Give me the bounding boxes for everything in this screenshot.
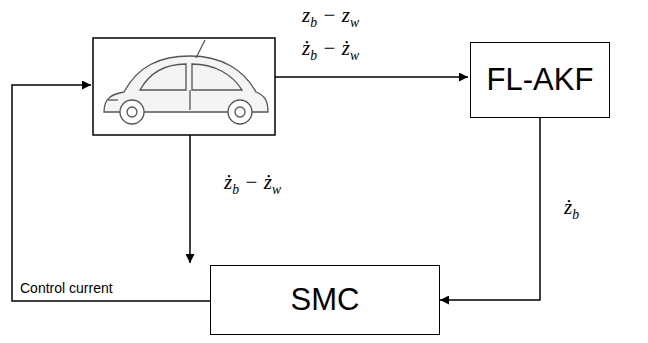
filter-box: FL-AKF [470, 42, 610, 118]
edge-label: żb [562, 195, 581, 223]
signal-arrow [275, 76, 468, 78]
car-illustration [104, 40, 268, 124]
block-label: SMC [291, 282, 360, 318]
signal-label: żb − żw [222, 170, 283, 198]
controller-box: SMC [210, 265, 440, 335]
signal-connector [440, 118, 540, 300]
block-label: FL-AKF [487, 62, 594, 98]
vehicle-frame [93, 38, 275, 135]
signal-label: zb − zw [300, 3, 361, 31]
control-arrow [12, 85, 210, 301]
signal-label: żb − żw [300, 36, 361, 64]
signal-arrow [189, 135, 191, 263]
signal-label: Control current [18, 280, 115, 296]
